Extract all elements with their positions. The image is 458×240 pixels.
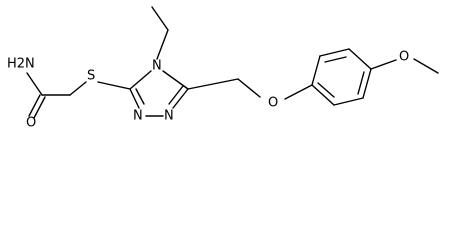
bond-ether-o-phenyl bbox=[284, 84, 313, 100]
bond-ring-5 bbox=[333, 97, 364, 106]
bond-methoxy-o-ch3 bbox=[413, 58, 439, 74]
bond-n4-c5 bbox=[162, 70, 189, 90]
bond-c5-n1-a bbox=[172, 88, 189, 109]
bond-carbonyl-o-b bbox=[33, 96, 46, 119]
bond-c5-ch2 bbox=[187, 78, 239, 90]
bond-ring-methoxy-o bbox=[370, 59, 397, 70]
atom-methoxy-o: O bbox=[399, 50, 409, 65]
bond-c5-n1-b bbox=[168, 85, 184, 105]
atom-amide-o: O bbox=[26, 116, 36, 131]
atom-thioether-s: S bbox=[87, 69, 95, 84]
bond-ring-4 bbox=[362, 68, 372, 99]
bond-ring-inner-1 bbox=[324, 56, 347, 63]
bond-n2-c3-b bbox=[135, 88, 145, 105]
bond-ring-6 bbox=[311, 84, 335, 106]
bond-carbonyl-o-a bbox=[28, 94, 41, 117]
bond-ring-inner-2 bbox=[357, 71, 365, 95]
molecule-diagram: H2N O S N N N O O bbox=[7, 6, 439, 131]
bond-ring-3 bbox=[348, 48, 372, 70]
bond-ring-2 bbox=[319, 48, 350, 57]
bond-nh2-carbonyl bbox=[26, 72, 43, 96]
atom-ether-o: O bbox=[268, 96, 278, 111]
structure-canvas: H2N O S N N N O O bbox=[7, 6, 439, 131]
bond-ch2-s bbox=[69, 81, 87, 96]
bond-ring-1 bbox=[311, 55, 321, 86]
bond-ring-inner-3 bbox=[317, 82, 335, 98]
atom-ring-n1: N bbox=[164, 109, 174, 124]
bond-s-c3 bbox=[97, 81, 131, 90]
bond-ch2-ether-o bbox=[237, 78, 261, 98]
bond-n4-ethyl bbox=[156, 29, 169, 60]
bond-c3-n4 bbox=[129, 70, 152, 90]
atom-ring-n2: N bbox=[133, 109, 143, 124]
bond-n2-c3-a bbox=[129, 88, 140, 109]
bond-ethyl-ch3 bbox=[151, 6, 169, 31]
atom-amide-nh2: H2N bbox=[7, 57, 35, 72]
atom-ring-n4: N bbox=[152, 59, 162, 74]
